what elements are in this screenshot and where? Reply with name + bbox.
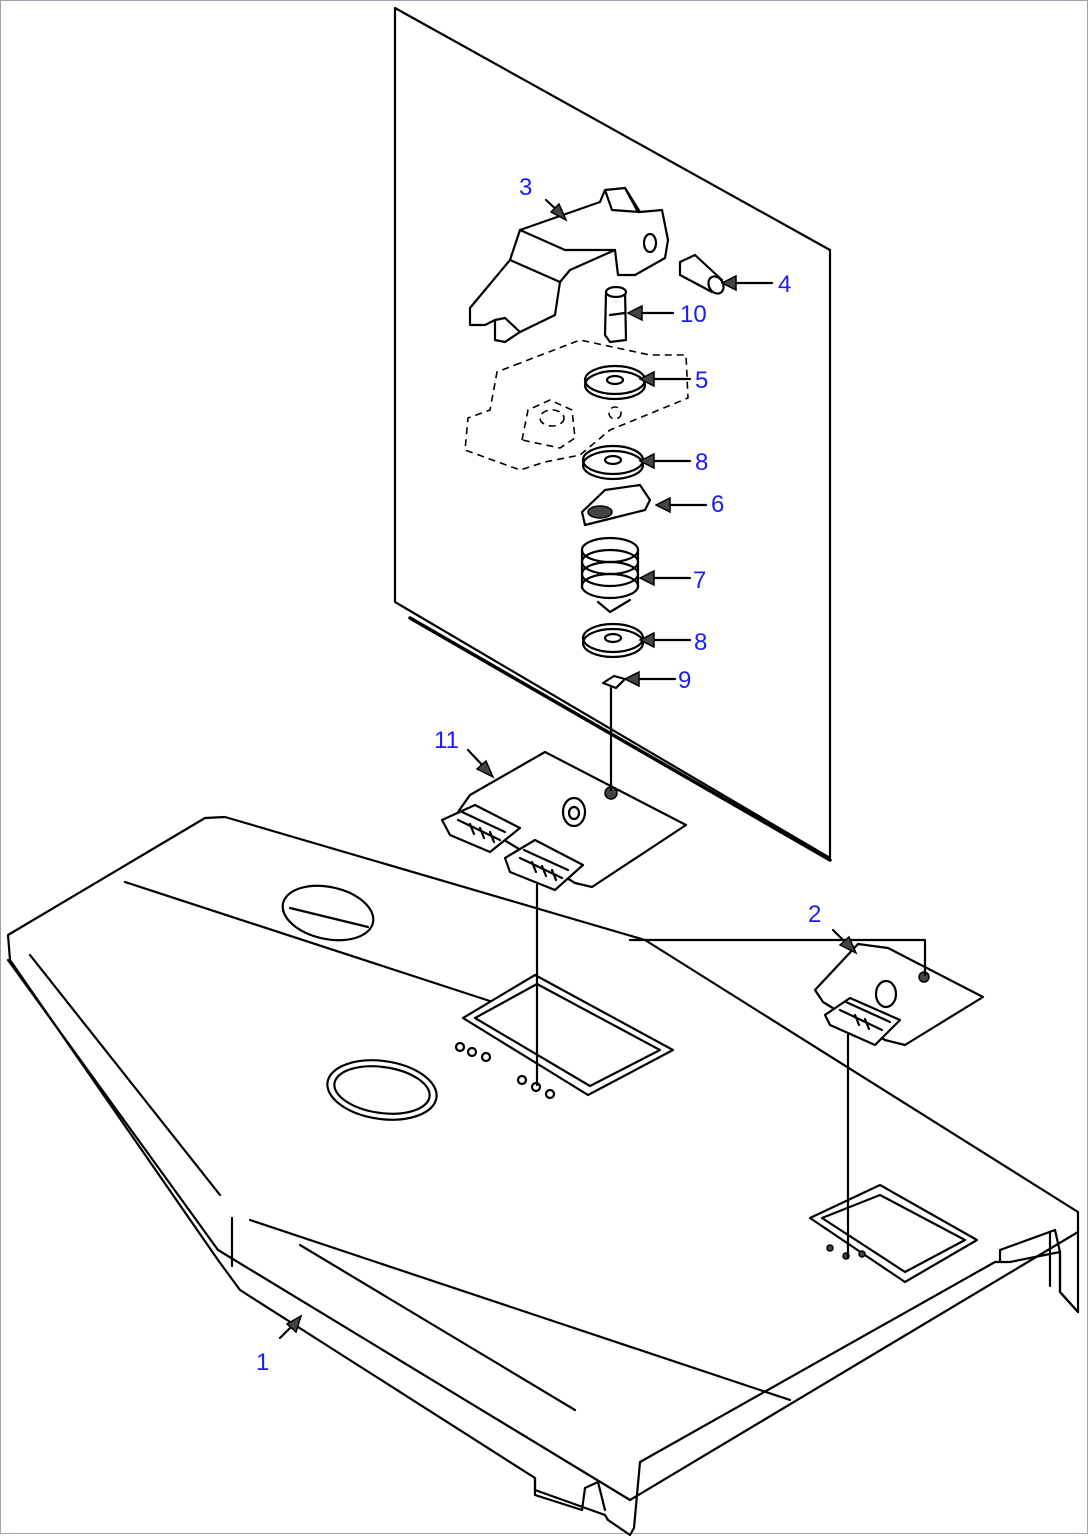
callout-11: 11 bbox=[434, 727, 459, 754]
part-2-small-lid bbox=[813, 942, 985, 1047]
mounting-bracket-outline bbox=[464, 339, 689, 471]
part-1-main-plate bbox=[6, 815, 1080, 1536]
callout-2: 2 bbox=[808, 901, 821, 928]
callout-8-upper: 8 bbox=[695, 449, 708, 476]
callout-labels: 3 4 10 5 8 6 7 8 9 11 2 1 bbox=[256, 174, 821, 1376]
assembly-lines bbox=[535, 686, 927, 1260]
part-7-spring bbox=[580, 536, 640, 614]
callout-8-lower: 8 bbox=[694, 629, 707, 656]
part-8-washer-lower bbox=[581, 622, 645, 659]
part-10-shaft bbox=[603, 285, 628, 344]
callout-9: 9 bbox=[678, 667, 691, 694]
part-11-hinged-lid bbox=[440, 750, 688, 892]
detail-panel bbox=[393, 6, 832, 862]
callout-6: 6 bbox=[711, 491, 724, 518]
part-5-washer bbox=[583, 364, 647, 401]
callout-4: 4 bbox=[778, 271, 791, 298]
callout-7: 7 bbox=[693, 567, 706, 594]
part-3-lever bbox=[468, 186, 670, 344]
leader-arrows bbox=[278, 198, 858, 1340]
part-8-washer-upper bbox=[581, 444, 645, 481]
callout-3: 3 bbox=[519, 174, 532, 201]
callout-5: 5 bbox=[695, 367, 708, 394]
part-6-cam bbox=[580, 483, 652, 527]
callout-1: 1 bbox=[256, 1349, 269, 1376]
callout-10: 10 bbox=[680, 301, 707, 328]
part-4-pin bbox=[678, 253, 725, 295]
